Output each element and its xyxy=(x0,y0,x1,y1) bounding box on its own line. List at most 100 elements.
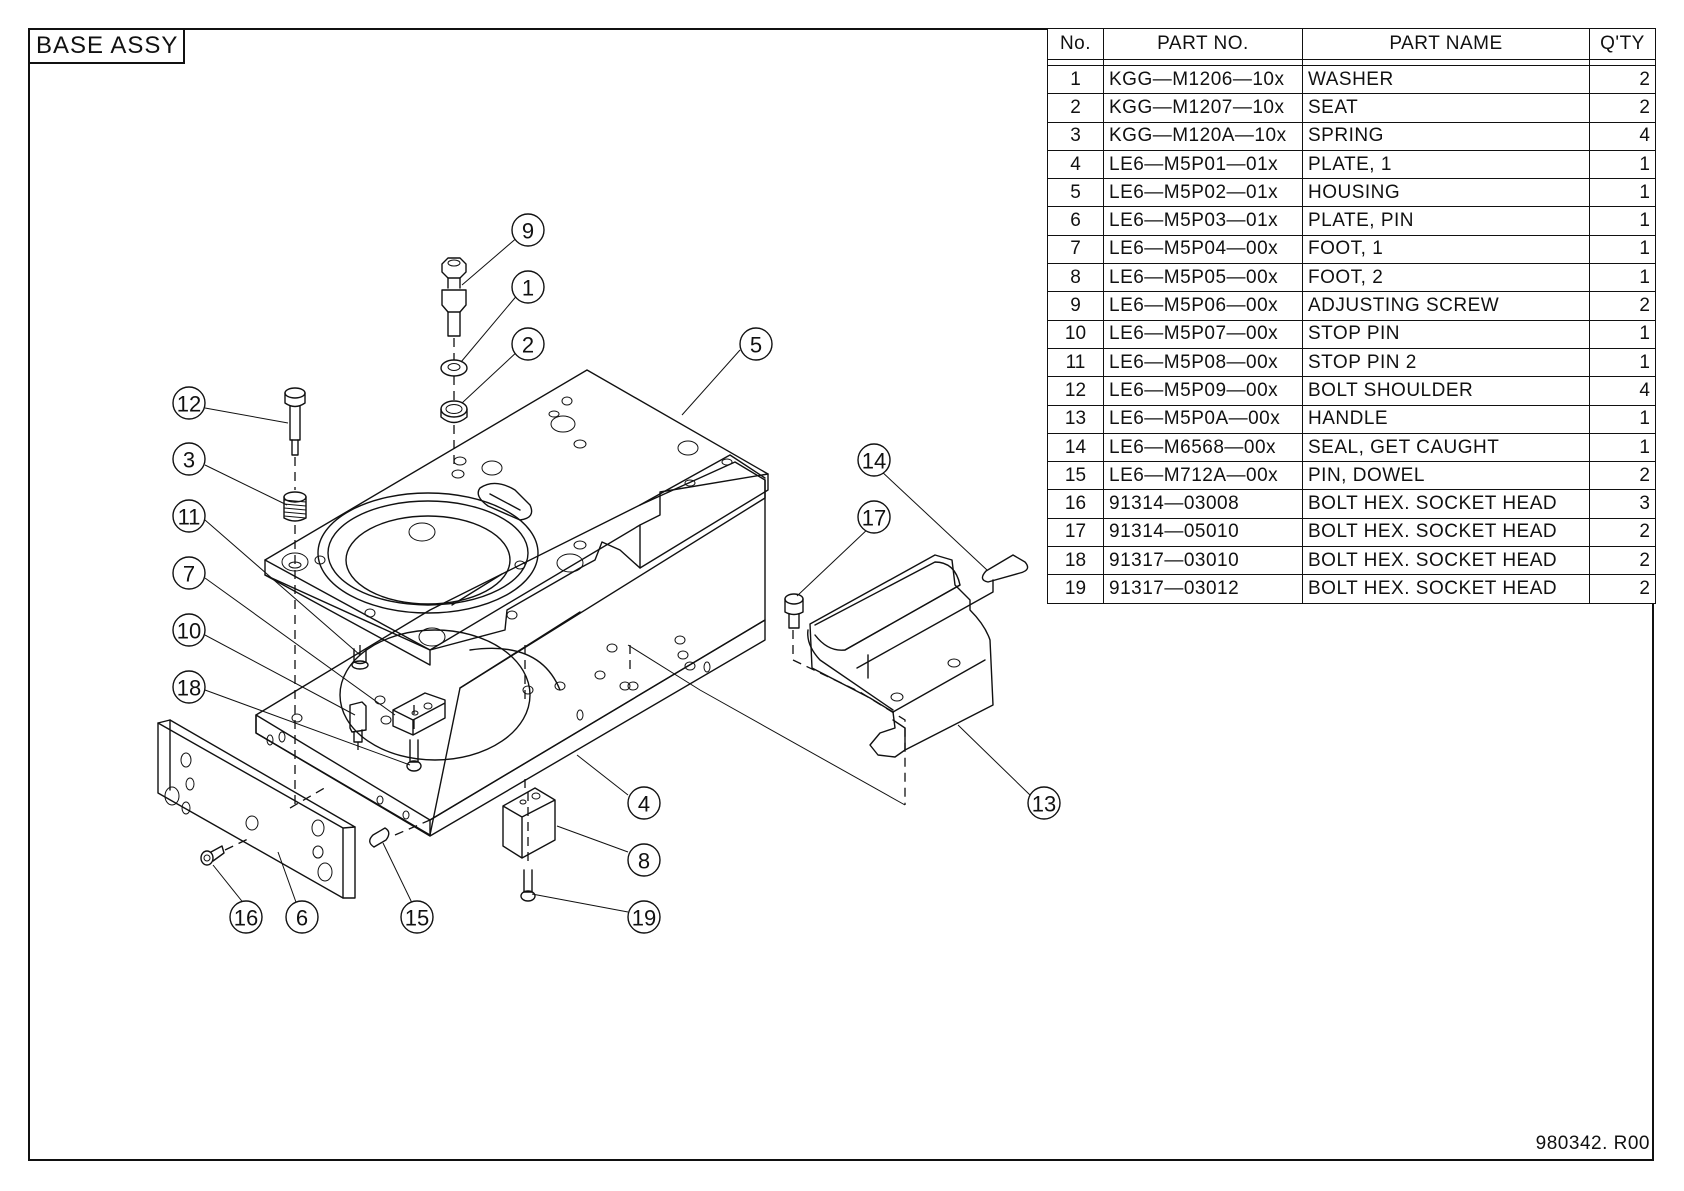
stop-pin-icon xyxy=(349,701,367,743)
foot-2-drawing xyxy=(502,787,556,859)
callout-balloon-16: 16 xyxy=(229,900,263,934)
svg-text:16: 16 xyxy=(234,906,258,931)
cell-part-name: STOP PIN 2 xyxy=(1302,347,1590,378)
shoulder-bolt-icon xyxy=(284,387,306,456)
cell-no: 6 xyxy=(1047,206,1104,236)
cell-part-name: PIN, DOWEL xyxy=(1302,461,1590,491)
header-qty: Q'TY xyxy=(1589,28,1656,60)
cell-no: 11 xyxy=(1047,347,1104,378)
washer-icon xyxy=(440,359,468,377)
cell-part-no: KGG—M120A—10x xyxy=(1103,121,1303,151)
svg-text:18: 18 xyxy=(177,676,201,701)
socket-head-bolt-icon xyxy=(200,845,225,866)
seat-icon xyxy=(440,400,468,424)
callout-balloon-13: 13 xyxy=(1027,786,1061,820)
cell-no: 9 xyxy=(1047,291,1104,321)
callout-balloon-9: 9 xyxy=(511,213,545,247)
cell-no: 16 xyxy=(1047,489,1104,519)
cell-part-no: LE6—M5P01—01x xyxy=(1103,149,1303,180)
callout-balloon-7: 7 xyxy=(172,556,206,590)
svg-text:1: 1 xyxy=(522,276,534,301)
svg-text:11: 11 xyxy=(178,505,201,530)
callout-balloon-14: 14 xyxy=(857,443,891,477)
cell-qty: 4 xyxy=(1589,121,1656,151)
cell-part-no: LE6—M5P04—00x xyxy=(1103,234,1303,265)
cell-part-no: LE6—M5P03—01x xyxy=(1103,206,1303,236)
cell-qty: 1 xyxy=(1589,347,1656,378)
cell-part-no: 91314—03008 xyxy=(1103,489,1303,519)
cell-part-no: LE6—M5P07—00x xyxy=(1103,319,1303,349)
header-no: No. xyxy=(1047,28,1104,60)
header-part-name: PART NAME xyxy=(1302,28,1590,60)
svg-text:8: 8 xyxy=(638,849,650,874)
cell-part-name: FOOT, 1 xyxy=(1302,234,1590,265)
cell-part-name: BOLT HEX. SOCKET HEAD xyxy=(1302,489,1590,519)
cell-part-no: 91317—03010 xyxy=(1103,546,1303,576)
svg-text:10: 10 xyxy=(177,619,201,644)
cell-no: 13 xyxy=(1047,404,1104,434)
cell-part-no: LE6—M6568—00x xyxy=(1103,432,1303,463)
cell-part-name: STOP PIN xyxy=(1302,319,1590,349)
cell-part-name: BOLT SHOULDER xyxy=(1302,376,1590,406)
cell-part-no: LE6—M5P06—00x xyxy=(1103,291,1303,321)
table-header-row: No. PART NO. PART NAME Q'TY xyxy=(1047,28,1656,60)
cell-part-name: PLATE, 1 xyxy=(1302,149,1590,180)
cell-no: 17 xyxy=(1047,517,1104,548)
svg-text:9: 9 xyxy=(522,219,534,244)
cell-no: 5 xyxy=(1047,178,1104,208)
cell-qty: 2 xyxy=(1589,93,1656,123)
cell-part-no: 91314—05010 xyxy=(1103,517,1303,548)
drawing-title: BASE ASSY xyxy=(28,28,185,64)
housing-drawing xyxy=(264,369,769,666)
cell-no: 10 xyxy=(1047,319,1104,349)
svg-text:19: 19 xyxy=(632,906,656,931)
cell-qty: 1 xyxy=(1589,319,1656,349)
callout-balloon-15: 15 xyxy=(400,900,434,934)
cell-part-name: HANDLE xyxy=(1302,404,1590,434)
callout-balloon-1: 1 xyxy=(511,270,545,304)
cell-part-no: LE6—M5P09—00x xyxy=(1103,376,1303,406)
drawing-number: 980342. R00 xyxy=(1535,1133,1650,1154)
cell-qty: 4 xyxy=(1589,376,1656,406)
foot-1-drawing xyxy=(392,692,446,736)
callout-balloon-12: 12 xyxy=(172,386,206,420)
adjusting-screw-icon xyxy=(441,257,467,337)
cell-part-name: SPRING xyxy=(1302,121,1590,151)
cell-part-no: KGG—M1207—10x xyxy=(1103,93,1303,123)
callout-balloon-17: 17 xyxy=(857,500,891,534)
cell-no: 1 xyxy=(1047,64,1104,95)
cell-part-no: LE6—M5P02—01x xyxy=(1103,178,1303,208)
svg-text:12: 12 xyxy=(177,392,201,417)
callout-balloon-11: 11 xyxy=(172,499,206,533)
cell-part-name: SEAL, GET CAUGHT xyxy=(1302,432,1590,463)
cell-part-no: LE6—M5P0A—00x xyxy=(1103,404,1303,434)
cell-qty: 2 xyxy=(1589,574,1656,604)
pin-plate-drawing xyxy=(157,719,356,899)
callout-balloon-6: 6 xyxy=(285,900,319,934)
cell-part-no: LE6—M712A—00x xyxy=(1103,461,1303,491)
callout-balloon-4: 4 xyxy=(627,786,661,820)
callout-balloon-10: 10 xyxy=(172,613,206,647)
socket-head-bolt-icon xyxy=(784,593,804,629)
cell-no: 19 xyxy=(1047,574,1104,604)
svg-text:17: 17 xyxy=(862,506,886,531)
cell-part-no: LE6—M5P08—00x xyxy=(1103,347,1303,378)
socket-head-bolt-icon xyxy=(406,739,422,772)
svg-text:4: 4 xyxy=(638,792,650,817)
cell-no: 8 xyxy=(1047,263,1104,293)
svg-text:15: 15 xyxy=(405,906,429,931)
handle-drawing xyxy=(807,554,994,758)
cell-no: 12 xyxy=(1047,376,1104,406)
cell-qty: 2 xyxy=(1589,546,1656,576)
